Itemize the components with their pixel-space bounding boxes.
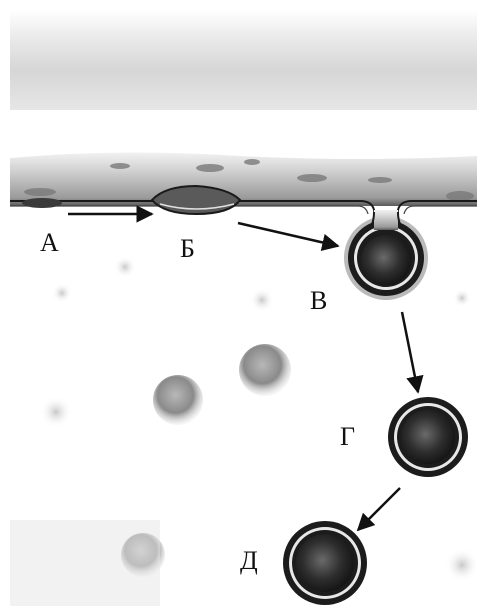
budding-vesicle-v	[344, 210, 428, 300]
arrow-v-to-g	[402, 312, 418, 392]
label-g: Г	[340, 424, 355, 450]
bottom-haze	[10, 520, 160, 606]
arrow-g-to-d	[358, 488, 400, 530]
receptor-site-a	[22, 198, 62, 208]
plasma-membrane-inner-right	[404, 206, 477, 214]
vesicle-d	[283, 521, 367, 605]
extracellular-band	[10, 10, 477, 110]
label-d: Д	[240, 548, 258, 574]
arrow-b-to-v	[238, 223, 338, 246]
label-v: В	[310, 288, 327, 314]
label-b: Б	[180, 236, 195, 262]
membrane-surface	[10, 152, 477, 206]
label-a: А	[40, 230, 59, 256]
coated-vesicle-g	[388, 397, 468, 477]
